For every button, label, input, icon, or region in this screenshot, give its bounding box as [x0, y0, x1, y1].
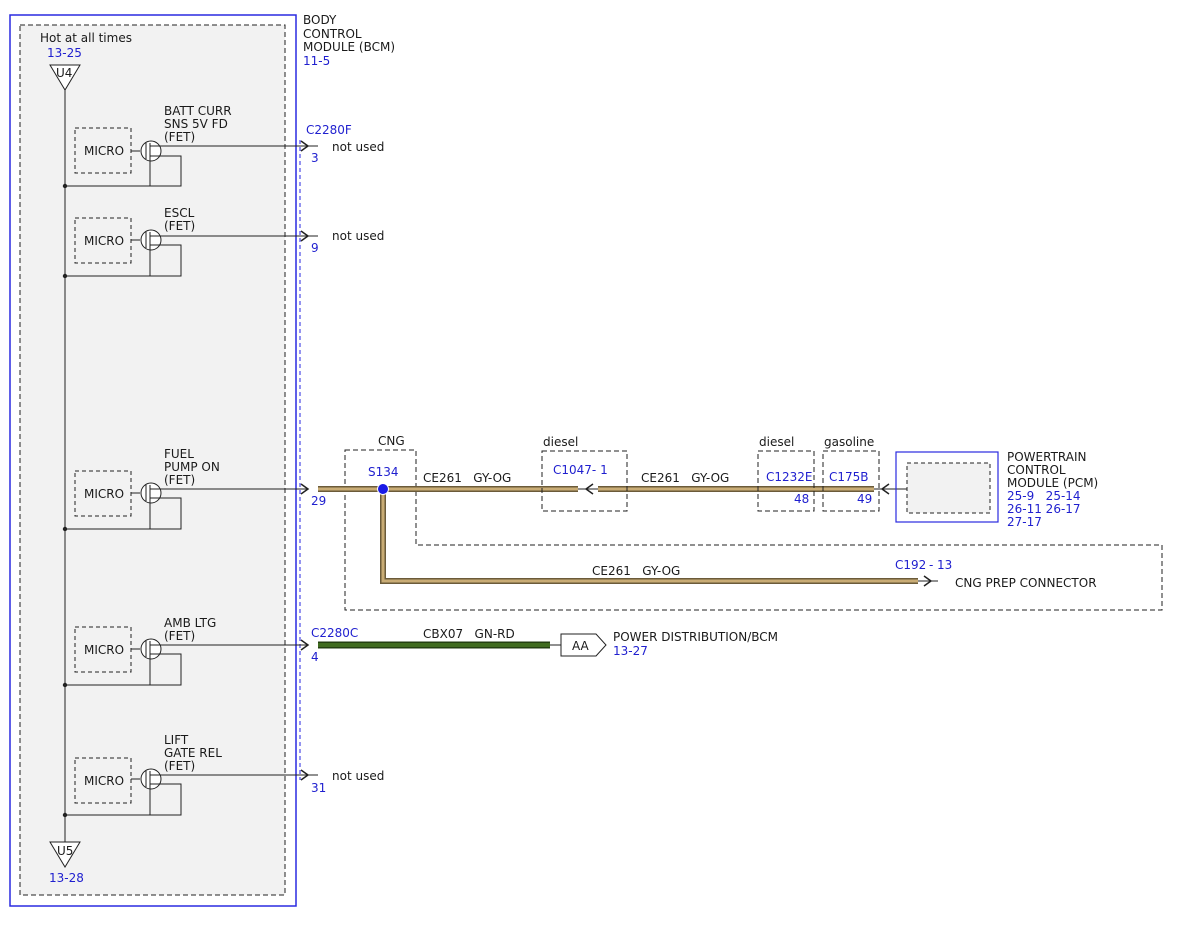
connector-c1232e: C1232E	[766, 470, 813, 484]
output-label-line: (FET)	[164, 219, 195, 233]
connector-c192: C192	[895, 558, 926, 572]
micro-box	[74, 757, 132, 804]
pcm-ref-line-2: 26-11 26-17	[1007, 502, 1081, 516]
cng-prep-connector-label: CNG PREP CONNECTOR	[955, 576, 1097, 590]
power-node-u4	[49, 64, 81, 91]
output-label-line: (FET)	[164, 473, 195, 487]
top-node-ref: 13-25	[47, 46, 82, 60]
offpage-tag-aa	[560, 633, 607, 657]
bcm-ref: 11-5	[303, 54, 330, 68]
output-label-line: FUEL	[164, 447, 194, 461]
cng-option-region	[344, 449, 1163, 611]
output-label-line: (FET)	[164, 629, 195, 643]
wire-label-ce261-2: CE261 GY-OG	[641, 471, 729, 485]
connector-c2280c: C2280C	[311, 626, 358, 640]
micro-label: MICRO	[84, 774, 124, 788]
connector-c175b-variant: gasoline	[824, 435, 874, 449]
output-label-line: GATE REL	[164, 746, 222, 760]
output-label-line: PUMP ON	[164, 460, 220, 474]
pcm-name-line-3: MODULE (PCM)	[1007, 476, 1098, 490]
output-lift-gate-rel: MICRO LIFT GATE REL (FET) 31 not used	[65, 733, 384, 816]
destination-label: not used	[332, 769, 384, 783]
arrow-icon	[923, 575, 933, 587]
bottom-node-ref: 13-28	[49, 871, 84, 885]
connector-c192-pin: 13	[937, 558, 952, 572]
output-amb-ltg: MICRO AMB LTG (FET) C2280C 4	[65, 616, 358, 686]
connector-c175b-box	[822, 450, 880, 512]
pin-number: 31	[311, 781, 326, 795]
pcm-name-line-1: POWERTRAIN	[1007, 450, 1087, 464]
connector-c192-dash: -	[929, 558, 933, 572]
pin-number: 9	[311, 241, 319, 255]
arrow-icon	[300, 639, 310, 651]
micro-label: MICRO	[84, 144, 124, 158]
connector-c1232e-pin: 48	[794, 492, 809, 506]
output-label-line: SNS 5V FD	[164, 117, 228, 131]
pin-number: 4	[311, 650, 319, 664]
bcm-name-line-2: CONTROL	[303, 27, 362, 41]
output-label-line: BATT CURR	[164, 104, 232, 118]
cng-region-label: CNG	[378, 434, 405, 448]
power-distribution-ref: 13-27	[613, 644, 648, 658]
pcm-ref-line-3: 27-17	[1007, 515, 1042, 529]
fet-symbol-icon	[140, 638, 162, 660]
arrow-icon	[880, 483, 890, 495]
power-distribution-label: POWER DISTRIBUTION/BCM	[613, 630, 778, 644]
pcm-ref-line-1: 25-9 25-14	[1007, 489, 1081, 503]
connector-c1232e-variant: diesel	[759, 435, 794, 449]
connector-c175b: C175B	[829, 470, 869, 484]
hot-at-all-times-label: Hot at all times	[40, 31, 132, 45]
output-fuel-pump-on: MICRO FUEL PUMP ON (FET) 29	[65, 447, 326, 530]
output-batt-curr-sns: MICRO BATT CURR SNS 5V FD (FET) C2280F 3…	[65, 104, 384, 187]
splice-s134-label: S134	[368, 465, 399, 479]
bcm-internal-area	[19, 24, 286, 896]
pin-number: 29	[311, 494, 326, 508]
arrow-icon	[300, 483, 310, 495]
wire-label-ce261-3: CE261 GY-OG	[592, 564, 680, 578]
output-label-line: ESCL	[164, 206, 195, 220]
connector-c2280f: C2280F	[306, 123, 352, 137]
wire-ce261-branch	[381, 489, 918, 583]
connector-c175b-pin: 49	[857, 492, 872, 506]
power-node-u4-label: U4	[56, 66, 72, 80]
power-node-u5-label: U5	[57, 844, 73, 858]
destination-label: not used	[332, 140, 384, 154]
connector-c1047-box	[541, 450, 628, 512]
connector-c1047: C1047- 1	[553, 463, 608, 477]
pcm-module-border	[895, 451, 999, 523]
offpage-tag-aa-label: AA	[572, 639, 590, 653]
arrow-icon	[584, 483, 594, 495]
fet-symbol-icon	[140, 482, 162, 504]
pcm-name-line-2: CONTROL	[1007, 463, 1066, 477]
fet-symbol-icon	[140, 229, 162, 251]
micro-label: MICRO	[84, 234, 124, 248]
pin-number: 3	[311, 151, 319, 165]
micro-label: MICRO	[84, 643, 124, 657]
destination-label: not used	[332, 229, 384, 243]
connector-c1232e-box	[757, 450, 815, 512]
wire-label-cbx07: CBX07 GN-RD	[423, 627, 515, 641]
splice-s134	[377, 483, 389, 495]
fet-symbol-icon	[140, 768, 162, 790]
bcm-module-border	[9, 14, 297, 907]
connector-c1047-variant: diesel	[543, 435, 578, 449]
bcm-name-line-1: BODY	[303, 13, 337, 27]
wire-label-ce261-1: CE261 GY-OG	[423, 471, 511, 485]
bcm-name-line-3: MODULE (BCM)	[303, 40, 395, 54]
output-label-line: LIFT	[164, 733, 189, 747]
output-escl: MICRO ESCL (FET) 9 not used	[65, 206, 384, 277]
output-label-line: (FET)	[164, 130, 195, 144]
output-label-line: (FET)	[164, 759, 195, 773]
pcm-internal-area	[906, 462, 991, 514]
output-label-line: AMB LTG	[164, 616, 216, 630]
micro-label: MICRO	[84, 487, 124, 501]
fet-symbol-icon	[140, 140, 162, 162]
